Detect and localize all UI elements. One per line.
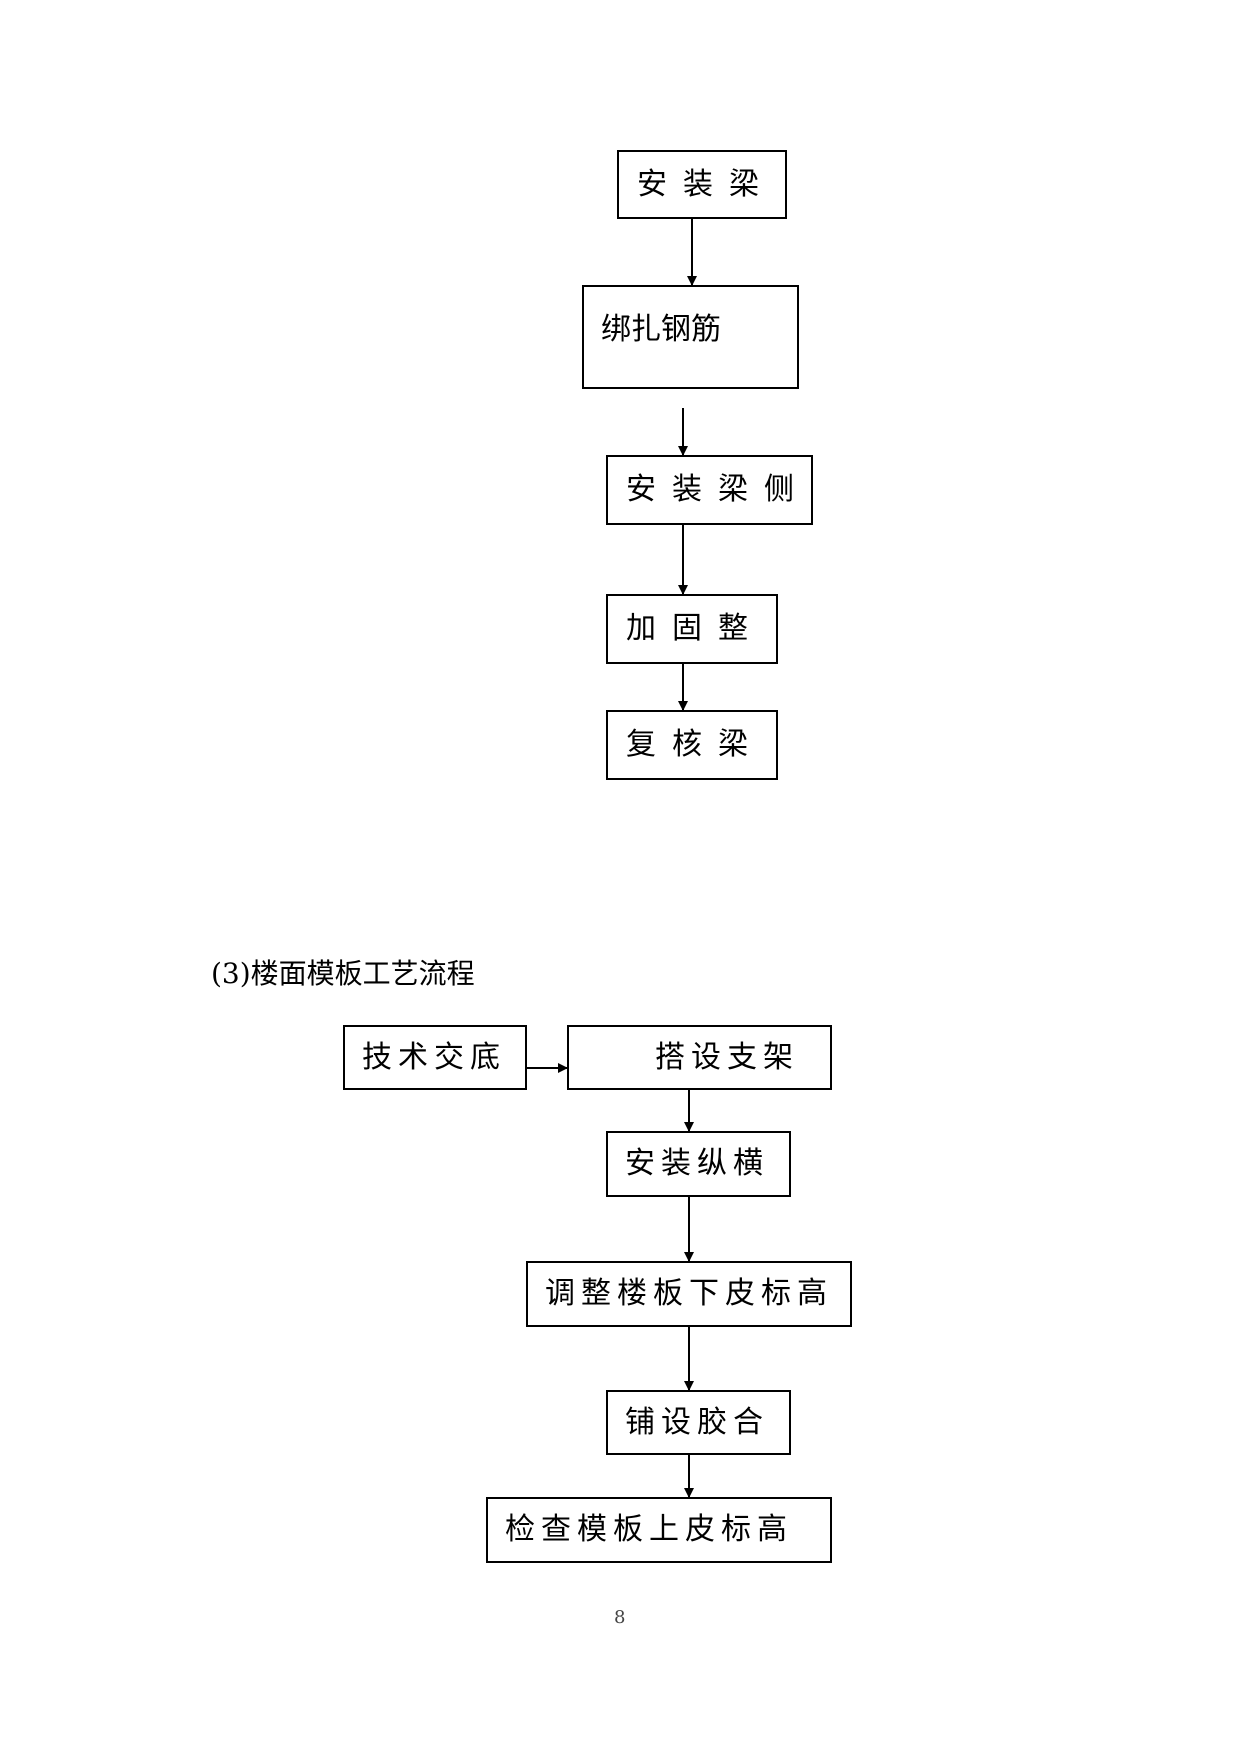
- install-beam-side-box: 安装梁侧: [606, 455, 813, 525]
- adjust-slab-bottom-elevation-box: 调整楼板下皮标高: [526, 1261, 852, 1327]
- page-number: 8: [614, 1607, 626, 1628]
- install-beam-box: 安装梁: [617, 150, 787, 219]
- lay-plywood-label: 铺设胶合: [625, 1404, 769, 1440]
- recheck-beam-box: 复核梁: [606, 710, 778, 780]
- install-vertical-horizontal-label: 安装纵横: [625, 1146, 769, 1181]
- reinforce-label: 加固整: [626, 611, 764, 646]
- tie-rebar-box: 绑扎钢筋: [582, 285, 799, 389]
- install-beam-label: 安装梁: [637, 166, 775, 202]
- adjust-slab-bottom-elevation-label: 调整楼板下皮标高: [545, 1276, 833, 1311]
- install-beam-side-label: 安装梁侧: [626, 472, 810, 507]
- section-title: (3)楼面模板工艺流程: [211, 957, 475, 990]
- lay-plywood-box: 铺设胶合: [606, 1390, 791, 1455]
- install-vertical-horizontal-box: 安装纵横: [606, 1131, 791, 1197]
- technical-briefing-box: 技术交底: [343, 1025, 527, 1090]
- erect-support-box: 搭设支架: [567, 1025, 832, 1090]
- erect-support-label: 搭设支架: [655, 1039, 799, 1075]
- recheck-beam-label: 复核梁: [626, 727, 764, 762]
- technical-briefing-label: 技术交底: [362, 1039, 506, 1075]
- tie-rebar-label: 绑扎钢筋: [601, 312, 721, 347]
- reinforce-box: 加固整: [606, 594, 778, 664]
- check-formwork-top-elevation-box: 检查模板上皮标高: [486, 1497, 832, 1563]
- check-formwork-top-elevation-label: 检查模板上皮标高: [505, 1512, 793, 1547]
